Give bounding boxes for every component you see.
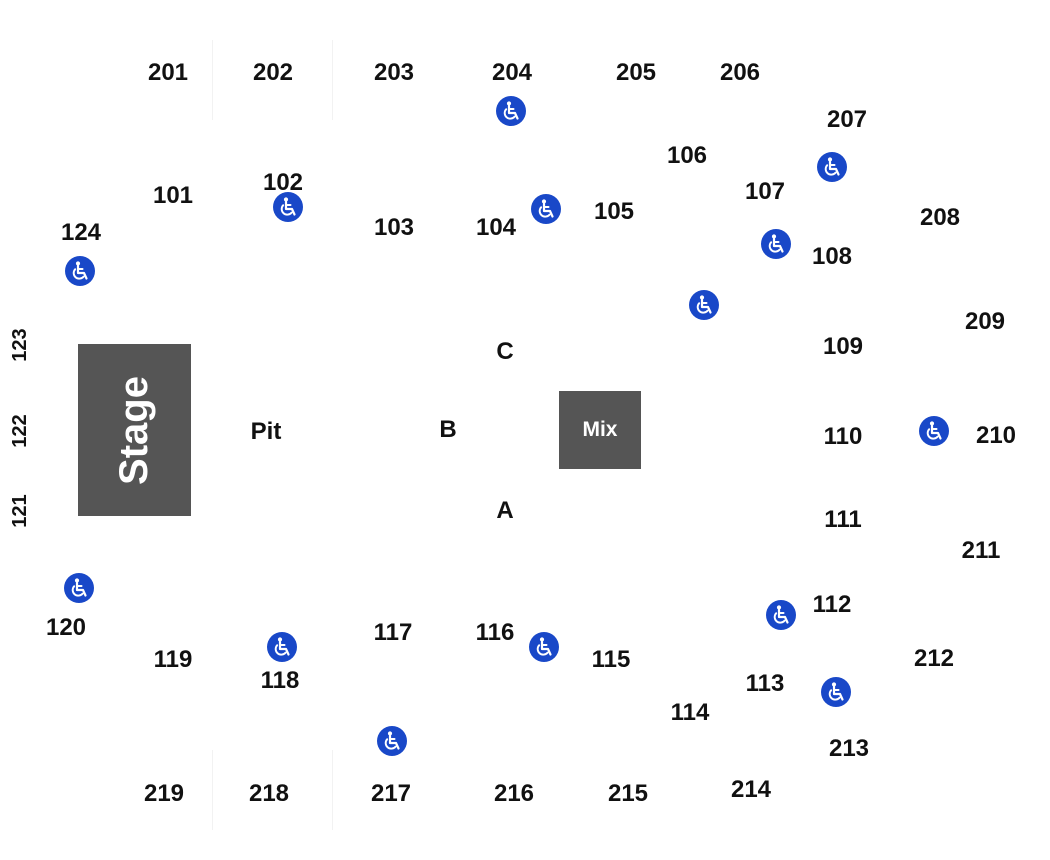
section-124[interactable]: 124 (60, 219, 102, 246)
section-218[interactable]: 218 (248, 780, 290, 807)
divider-line (212, 750, 213, 830)
section-109[interactable]: 109 (822, 333, 864, 360)
section-116[interactable]: 116 (475, 619, 515, 646)
section-113[interactable]: 113 (745, 670, 785, 697)
section-123[interactable]: 123 (9, 328, 31, 362)
wheelchair-icon[interactable] (377, 726, 407, 756)
section-209[interactable]: 209 (964, 308, 1006, 335)
section-210[interactable]: 210 (975, 422, 1017, 449)
section-211[interactable]: 211 (961, 537, 1001, 564)
floor-zone-pit[interactable]: Pit (250, 418, 282, 445)
section-208[interactable]: 208 (919, 204, 961, 231)
section-111[interactable]: 111 (824, 506, 862, 533)
divider-line (212, 40, 213, 120)
wheelchair-icon[interactable] (531, 194, 561, 224)
section-103[interactable]: 103 (373, 214, 415, 241)
section-213[interactable]: 213 (828, 735, 870, 762)
wheelchair-icon[interactable] (273, 192, 303, 222)
section-102[interactable]: 102 (262, 169, 304, 196)
wheelchair-icon[interactable] (529, 632, 559, 662)
stage: Stage (78, 344, 191, 516)
section-117[interactable]: 117 (373, 619, 413, 646)
section-216[interactable]: 216 (493, 780, 535, 807)
section-104[interactable]: 104 (475, 214, 517, 241)
section-120[interactable]: 120 (45, 614, 87, 641)
section-203[interactable]: 203 (373, 59, 415, 86)
floor-zone-a[interactable]: A (496, 497, 514, 524)
section-108[interactable]: 108 (811, 243, 853, 270)
wheelchair-icon[interactable] (761, 229, 791, 259)
section-207[interactable]: 207 (826, 106, 868, 133)
section-115[interactable]: 115 (591, 646, 631, 673)
section-204[interactable]: 204 (491, 59, 533, 86)
divider-line (332, 40, 333, 120)
wheelchair-icon[interactable] (817, 152, 847, 182)
section-112[interactable]: 112 (812, 591, 852, 618)
wheelchair-icon[interactable] (65, 256, 95, 286)
wheelchair-icon[interactable] (496, 96, 526, 126)
section-114[interactable]: 114 (670, 699, 710, 726)
wheelchair-icon[interactable] (689, 290, 719, 320)
section-105[interactable]: 105 (593, 198, 635, 225)
section-206[interactable]: 206 (719, 59, 761, 86)
section-215[interactable]: 215 (607, 780, 649, 807)
section-121[interactable]: 121 (9, 494, 31, 528)
mix-position: Mix (559, 391, 641, 469)
section-106[interactable]: 106 (666, 142, 708, 169)
wheelchair-icon[interactable] (267, 632, 297, 662)
section-118[interactable]: 118 (260, 667, 300, 694)
section-122[interactable]: 122 (9, 414, 31, 448)
wheelchair-icon[interactable] (766, 600, 796, 630)
section-219[interactable]: 219 (143, 780, 185, 807)
wheelchair-icon[interactable] (919, 416, 949, 446)
stage-label: Stage (112, 375, 156, 485)
section-214[interactable]: 214 (730, 776, 772, 803)
section-119[interactable]: 119 (153, 646, 193, 673)
section-202[interactable]: 202 (252, 59, 294, 86)
section-101[interactable]: 101 (152, 182, 194, 209)
section-201[interactable]: 201 (147, 59, 189, 86)
floor-zone-c[interactable]: C (496, 338, 514, 365)
section-110[interactable]: 110 (823, 423, 863, 450)
wheelchair-icon[interactable] (64, 573, 94, 603)
mix-label: Mix (582, 418, 618, 441)
section-212[interactable]: 212 (913, 645, 955, 672)
floor-zone-b[interactable]: B (439, 416, 457, 443)
section-107[interactable]: 107 (744, 178, 786, 205)
section-217[interactable]: 217 (370, 780, 412, 807)
divider-line (332, 750, 333, 830)
section-205[interactable]: 205 (615, 59, 657, 86)
wheelchair-icon[interactable] (821, 677, 851, 707)
